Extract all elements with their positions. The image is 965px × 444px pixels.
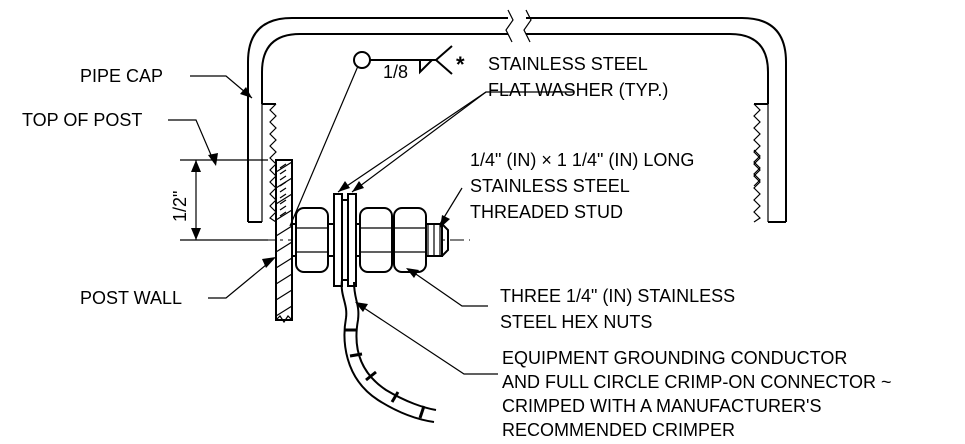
- post-wall: [275, 159, 293, 324]
- grounding-conductor: [340, 279, 437, 423]
- weld-symbol: [289, 45, 453, 227]
- label-pipe-cap: PIPE CAP: [80, 66, 163, 86]
- label-nuts-1: THREE 1/4" (IN) STAINLESS: [500, 286, 735, 306]
- label-washer-1: STAINLESS STEEL: [488, 54, 648, 74]
- label-conductor-3: CRIMPED WITH A MANUFACTURER'S: [502, 396, 821, 416]
- dimension-label: 1/2": [170, 191, 190, 222]
- label-post-wall: POST WALL: [80, 288, 182, 308]
- label-nuts-2: STEEL HEX NUTS: [500, 312, 652, 332]
- label-stud-3: THREADED STUD: [470, 202, 623, 222]
- label-conductor-1: EQUIPMENT GROUNDING CONDUCTOR: [502, 348, 847, 368]
- cap-threads: [261, 103, 769, 223]
- dimension-half-inch: [180, 159, 268, 241]
- weld-size-label: 1/8: [383, 62, 408, 82]
- stud-squiggle: [753, 149, 761, 187]
- weld-note-mark: *: [456, 52, 465, 77]
- label-stud-1: 1/4" (IN) × 1 1/4" (IN) LONG: [470, 150, 694, 170]
- label-conductor-2: AND FULL CIRCLE CRIMP-ON CONNECTOR ~: [502, 372, 892, 392]
- label-group: PIPE CAP TOP OF POST POST WALL STAINLESS…: [22, 54, 892, 440]
- label-washer-2: FLAT WASHER (TYP.): [488, 80, 668, 100]
- label-top-of-post: TOP OF POST: [22, 110, 142, 130]
- stud-assembly: [291, 193, 449, 287]
- label-stud-2: STAINLESS STEEL: [470, 176, 630, 196]
- pipe-cap: [247, 9, 787, 223]
- leader-lines: [168, 75, 574, 375]
- label-conductor-4: RECOMMENDED CRIMPER: [502, 420, 735, 440]
